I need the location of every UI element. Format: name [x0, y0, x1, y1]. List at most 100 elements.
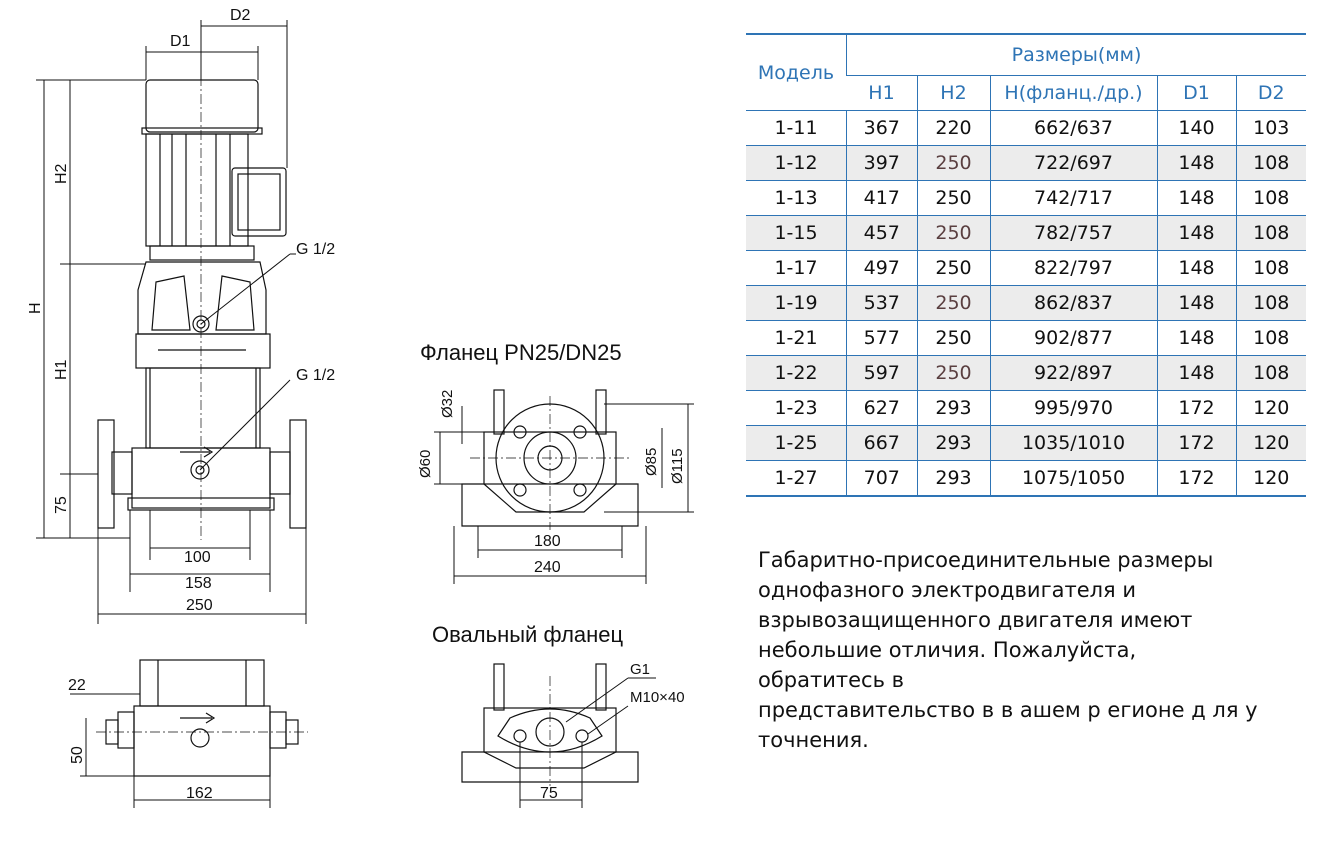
model-cell: 1-17: [746, 250, 847, 286]
model-cell: 1-12: [746, 145, 847, 181]
label-M10x40: M10×40: [630, 689, 685, 706]
column-header: H1: [846, 75, 917, 111]
d1-cell: 148: [1156, 180, 1236, 216]
h2-cell: 250: [916, 285, 990, 321]
model-cell: 1-19: [746, 285, 847, 321]
label-115: Ø115: [669, 448, 686, 484]
column-header: H(фланц./др.): [989, 75, 1157, 111]
h-cell: 902/877: [989, 320, 1157, 356]
label-22: 22: [68, 677, 86, 694]
flange-view: Ø32 Ø60 Ø85 Ø115 180 240: [417, 389, 694, 584]
model-cell: 1-11: [746, 110, 847, 146]
h-cell: 862/837: [989, 285, 1157, 321]
h1-cell: 457: [846, 215, 917, 251]
d2-cell: 108: [1235, 355, 1306, 391]
d1-cell: 148: [1156, 320, 1236, 356]
pump-dimension-drawing: D2 D1 H H2 H1 75 G 1/2 G 1/2 100: [27, 7, 694, 808]
label-H1: H1: [53, 359, 70, 380]
pump-front-view: [97, 40, 307, 540]
note-line: однофазного электродвигателя и: [758, 578, 1137, 602]
oval-flange-view: G1 M10×40 75: [461, 661, 685, 808]
d1-cell: 148: [1156, 250, 1236, 286]
note-text: Габаритно-присоединительные размеры одно…: [758, 545, 1318, 755]
d2-cell: 108: [1235, 180, 1306, 216]
model-header: Модель: [746, 34, 847, 111]
h1-cell: 667: [846, 425, 917, 461]
label-32: Ø32: [439, 390, 456, 418]
h-cell: 1035/1010: [989, 425, 1157, 461]
h1-cell: 627: [846, 390, 917, 426]
label-85: Ø85: [643, 448, 660, 476]
d1-cell: 172: [1156, 425, 1236, 461]
h2-cell: 250: [916, 320, 990, 356]
d1-cell: 172: [1156, 460, 1236, 497]
model-cell: 1-22: [746, 355, 847, 391]
h-cell: 922/897: [989, 355, 1157, 391]
h1-cell: 577: [846, 320, 917, 356]
h-cell: 722/697: [989, 145, 1157, 181]
h-cell: 662/637: [989, 110, 1157, 146]
h2-cell: 250: [916, 180, 990, 216]
d2-cell: 120: [1235, 390, 1306, 426]
label-158: 158: [185, 575, 212, 592]
oval-flange-title: Овальный фланец: [432, 622, 624, 647]
d1-cell: 172: [1156, 390, 1236, 426]
h1-cell: 597: [846, 355, 917, 391]
label-75: 75: [53, 496, 70, 514]
flange-title: Фланец PN25/DN25: [420, 340, 622, 365]
h1-cell: 417: [846, 180, 917, 216]
d2-cell: 108: [1235, 320, 1306, 356]
d2-cell: 120: [1235, 425, 1306, 461]
d2-cell: 108: [1235, 145, 1306, 181]
h1-cell: 397: [846, 145, 917, 181]
h-cell: 782/757: [989, 215, 1157, 251]
label-60: Ø60: [417, 450, 434, 478]
h2-cell: 250: [916, 355, 990, 391]
h1-cell: 497: [846, 250, 917, 286]
h2-cell: 293: [916, 425, 990, 461]
model-cell: 1-23: [746, 390, 847, 426]
label-g12-bottom: G 1/2: [296, 367, 335, 384]
h1-cell: 537: [846, 285, 917, 321]
model-cell: 1-15: [746, 215, 847, 251]
label-H2: H2: [53, 163, 70, 184]
d2-cell: 120: [1235, 460, 1306, 497]
h2-cell: 250: [916, 145, 990, 181]
note-line: точнения.: [758, 728, 869, 752]
label-240: 240: [534, 559, 561, 576]
dimensions-group-header: Размеры(мм): [846, 34, 1306, 76]
label-50: 50: [69, 746, 86, 764]
model-cell: 1-13: [746, 180, 847, 216]
d1-cell: 148: [1156, 215, 1236, 251]
label-100: 100: [184, 549, 211, 566]
front-view-dimensions: D2 D1 H H2 H1 75 G 1/2 G 1/2 100: [27, 7, 335, 624]
column-header: H2: [916, 75, 990, 111]
label-250: 250: [186, 597, 213, 614]
label-75-oval: 75: [540, 785, 558, 802]
d2-cell: 108: [1235, 285, 1306, 321]
d2-cell: 108: [1235, 215, 1306, 251]
label-162: 162: [186, 785, 213, 802]
h-cell: 742/717: [989, 180, 1157, 216]
column-header: D1: [1156, 75, 1236, 111]
h2-cell: 250: [916, 215, 990, 251]
note-line: Габаритно-присоединительные размеры: [758, 548, 1214, 572]
h2-cell: 220: [916, 110, 990, 146]
d1-cell: 148: [1156, 145, 1236, 181]
label-g12-top: G 1/2: [296, 241, 335, 258]
d2-cell: 108: [1235, 250, 1306, 286]
h1-cell: 707: [846, 460, 917, 497]
note-line: взрывозащищенного двигателя имеют: [758, 608, 1193, 632]
label-G1: G1: [630, 661, 650, 678]
h2-cell: 293: [916, 460, 990, 497]
